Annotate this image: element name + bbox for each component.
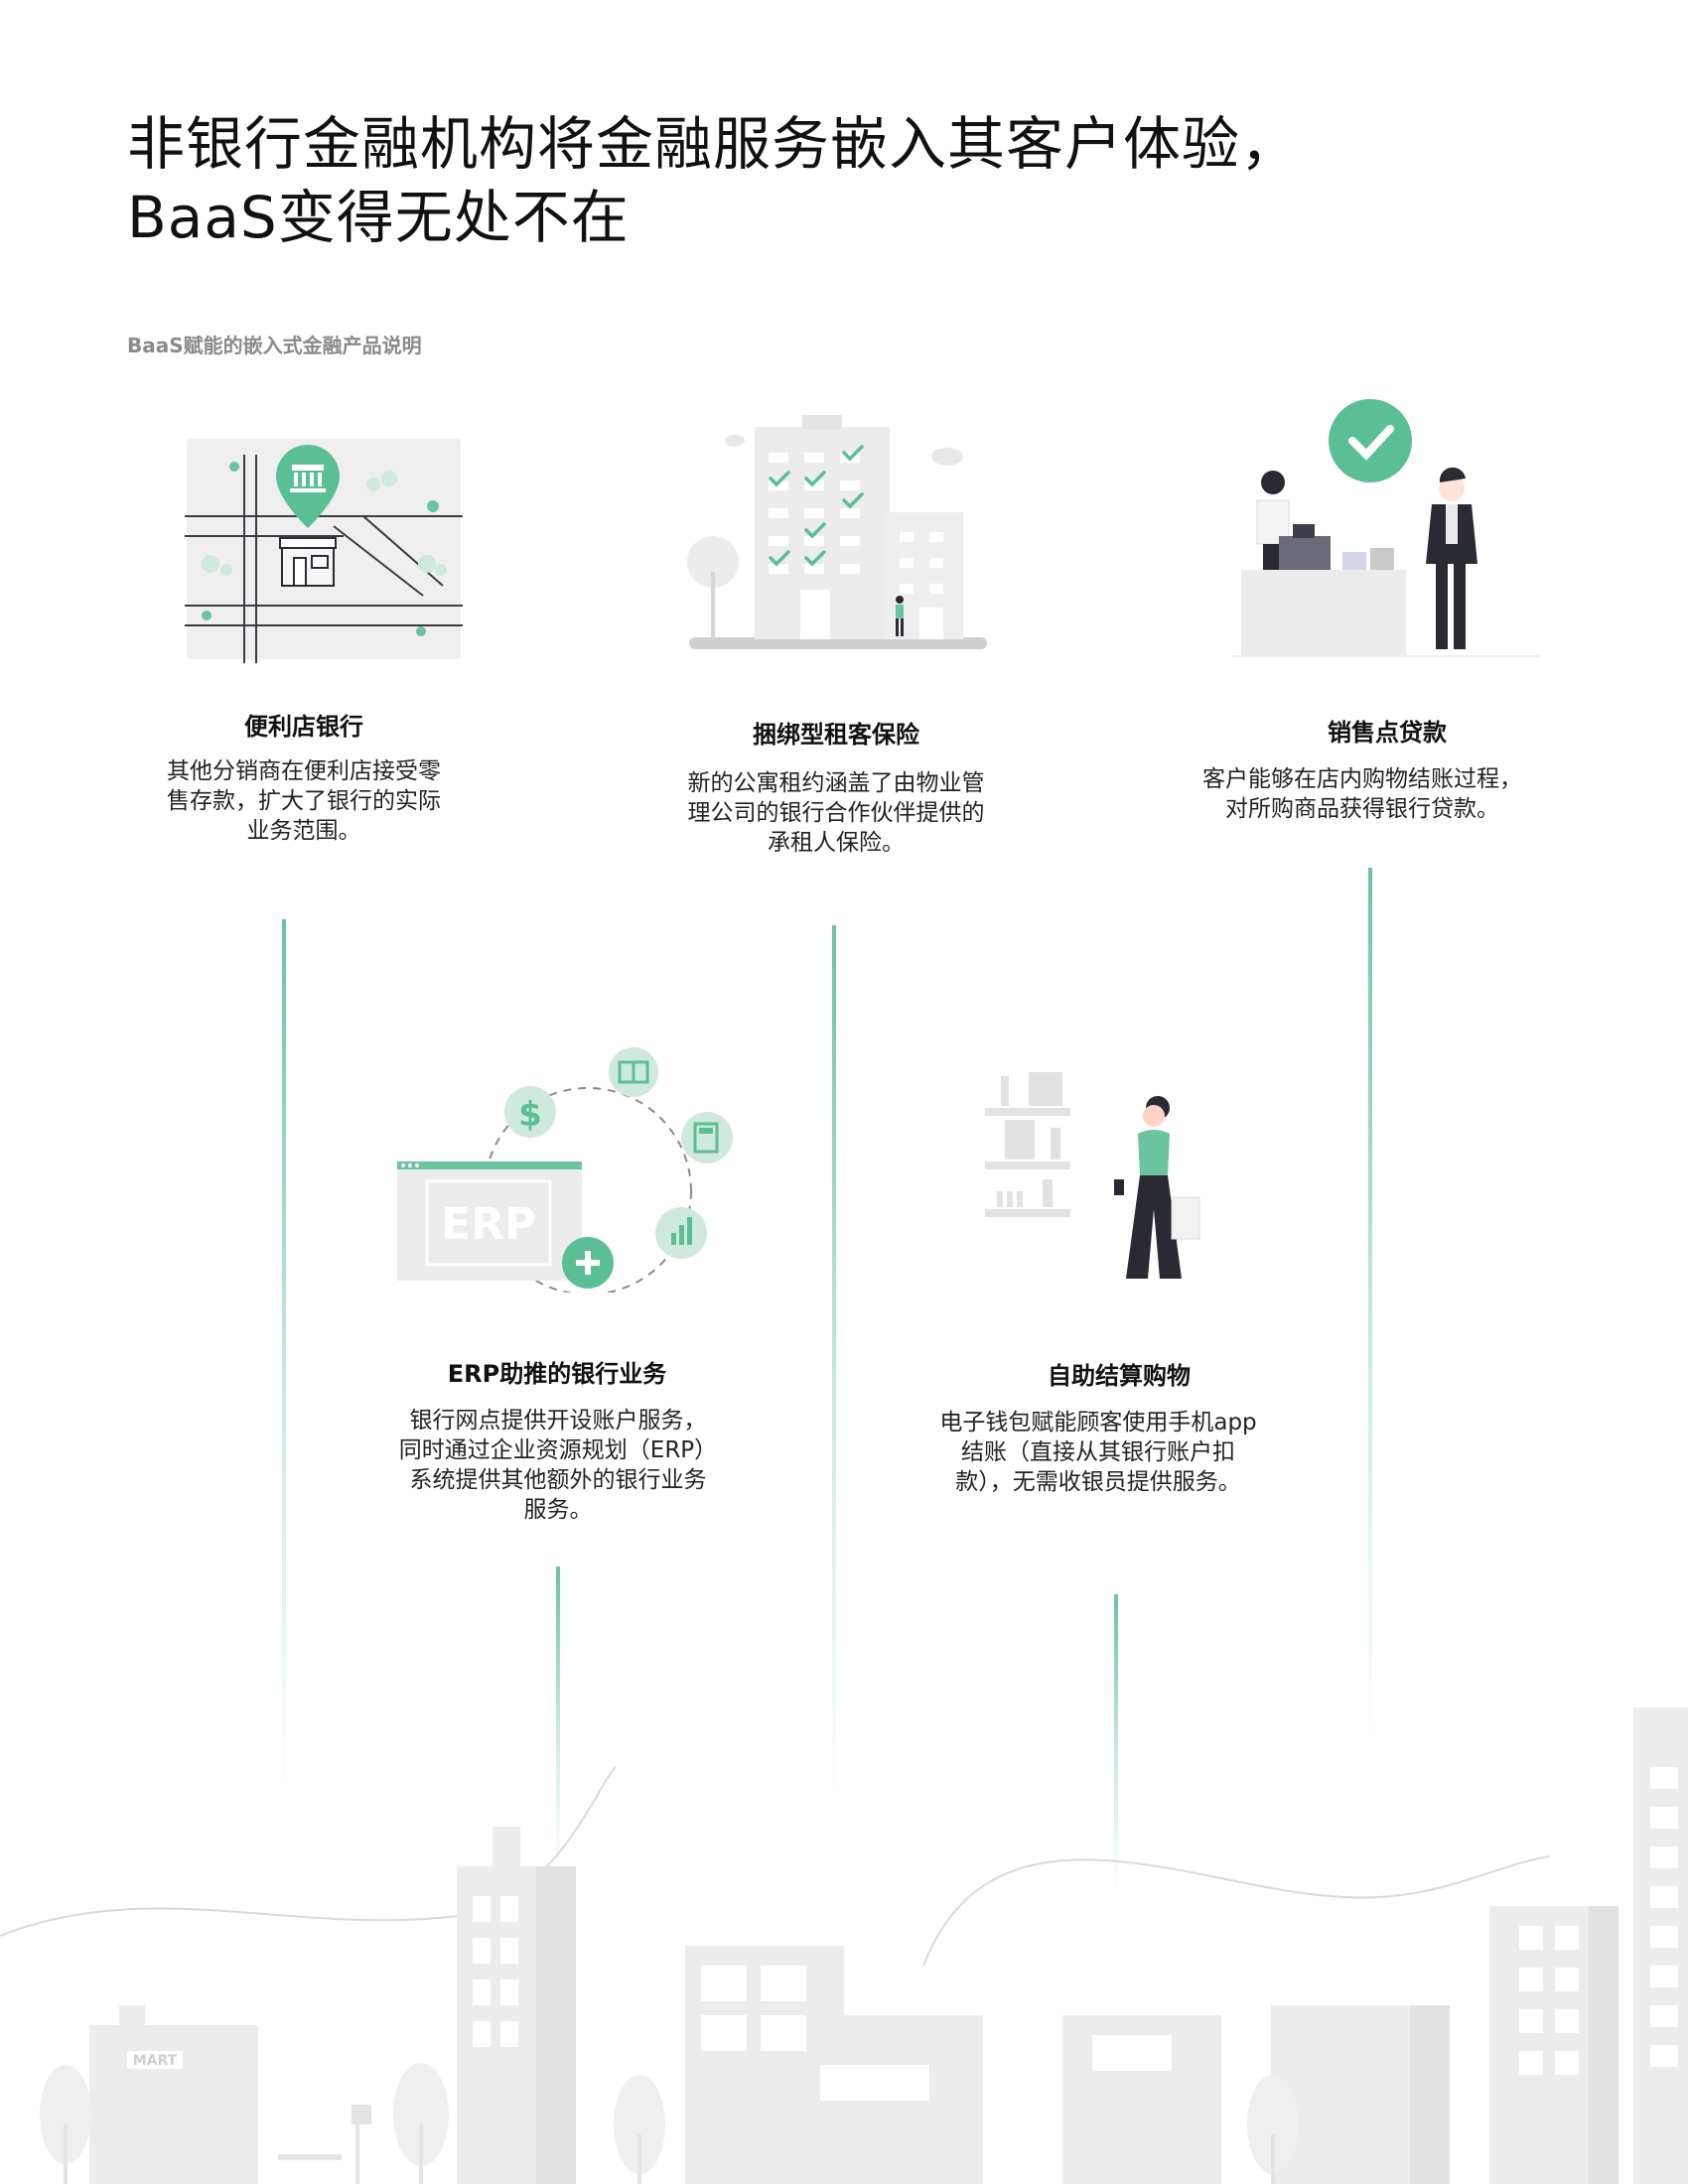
timeline-line-2: [832, 925, 836, 1799]
card-desc-self-checkout: 电子钱包赋能顾客使用手机app 结账（直接从其银行账户扣 款），无需收银员提供服…: [939, 1410, 1257, 1495]
card-title-renter-insurance: 捆绑型租客保险: [753, 721, 919, 749]
mart-sign-label: MART: [133, 2053, 178, 2069]
page-title-line-1: 非银行金融机构将金融服务嵌入其客户体验，: [127, 110, 1300, 178]
dollar-icon: $: [504, 1086, 556, 1138]
card-title-pos-lending: 销售点贷款: [1328, 719, 1447, 747]
timeline-line-4: [556, 1567, 560, 1864]
page-title-line-2: BaaS变得无处不在: [127, 184, 630, 251]
bank-pin-icon: [276, 445, 340, 528]
store-icon: [279, 537, 337, 587]
card-desc-erp-banking: 银行网点提供开设账户服务， 同时通过企业资源规划（ERP） 系统提供其他额外的银…: [398, 1408, 718, 1523]
card-desc-convenience-banking: 其他分销商在便利店接受零 售存款，扩大了银行的实际 业务范围。: [167, 758, 441, 844]
page-subtitle: BaaS赋能的嵌入式金融产品说明: [127, 334, 422, 357]
person-icon: [896, 596, 904, 636]
book-icon: [609, 1047, 658, 1097]
card-title-erp-banking: ERP助推的银行业务: [447, 1360, 667, 1388]
calculator-icon: [681, 1112, 733, 1163]
card-title-convenience-banking: 便利店银行: [244, 713, 363, 741]
card-title-self-checkout: 自助结算购物: [1048, 1362, 1191, 1390]
checkout-counter-illustration: [1231, 399, 1539, 657]
svg-text:$: $: [518, 1095, 542, 1135]
check-icons: [769, 445, 864, 567]
page-title: 非银行金融机构将金融服务嵌入其客户体验， BaaS变得无处不在: [127, 107, 1418, 254]
bar-chart-icon: [655, 1207, 707, 1259]
card-desc-renter-insurance: 新的公寓租约涵盖了由物业管 理公司的银行合作伙伴提供的 承租人保险。: [687, 770, 985, 856]
add-icon: [562, 1237, 614, 1289]
card-desc-pos-lending: 客户能够在店内购物结账过程， 对所购商品获得银行贷款。: [1202, 766, 1522, 822]
self-checkout-shopper-illustration: [985, 1072, 1200, 1279]
customer-icon: [1426, 467, 1477, 649]
cityscape-background: MART: [0, 1707, 1688, 2184]
apartment-building-illustration: [687, 415, 987, 649]
timeline-line-3: [1368, 868, 1372, 1741]
convenience-store-map-illustration: [185, 439, 463, 663]
erp-system-illustration: ERP $: [397, 1047, 733, 1293]
shopper-icon: [1114, 1096, 1200, 1279]
timeline-line-5: [1114, 1594, 1118, 1892]
timeline-line-1: [282, 919, 286, 1793]
erp-label: ERP: [441, 1199, 536, 1250]
